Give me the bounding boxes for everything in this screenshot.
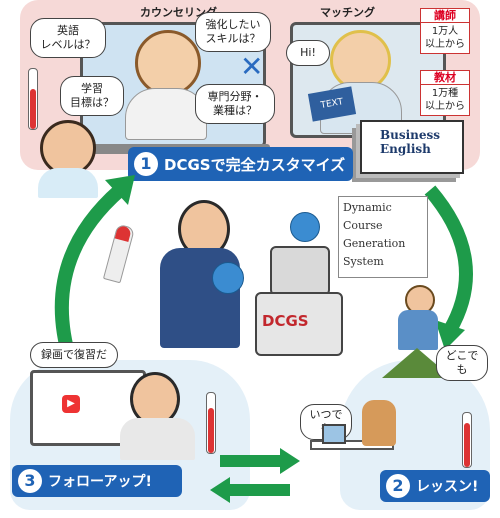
- student-avatar: [40, 120, 96, 176]
- tag-teachers: 講師 1万人 以上から: [420, 8, 470, 54]
- acronym-course: Course: [343, 219, 383, 232]
- book-stack: [360, 120, 464, 174]
- tag-materials: 教材 1万種 以上から: [420, 70, 470, 116]
- robot-head: [270, 246, 330, 296]
- step1-label: DCGSで完全カスタマイズ: [164, 155, 346, 174]
- counselor-avatar: [135, 30, 201, 96]
- banner-step3: 3 フォローアップ!: [12, 465, 182, 497]
- acronym-generation: Generation: [343, 237, 406, 250]
- bubble-anywhere: どこでも: [436, 345, 488, 381]
- banner-step1: 1 DCGSで完全カスタマイズ: [128, 147, 353, 181]
- step2-label: レッスン!: [416, 479, 479, 495]
- step1-number: 1: [134, 152, 158, 176]
- learner-body: [120, 418, 195, 460]
- bubble-field: 専門分野・ 業種は？: [195, 84, 275, 124]
- lesson-learner: [362, 400, 396, 446]
- acronym-dynamic: Dynamic: [343, 201, 392, 214]
- tablet-icon: [322, 424, 346, 444]
- tutor-avatar: [330, 30, 391, 91]
- hiker-body: [398, 310, 438, 350]
- acronym-system: System: [343, 255, 384, 268]
- tag-materials-body: 1万種 以上から: [425, 88, 465, 112]
- step3-label: フォローアップ!: [48, 474, 152, 490]
- video-play-icon: ▶: [62, 395, 80, 413]
- cross-mark: ✕: [240, 50, 264, 83]
- tag-teachers-body: 1万人 以上から: [425, 26, 465, 50]
- globe-icon: [212, 262, 244, 294]
- robot-body: [255, 292, 343, 356]
- bubble-hi: Hi!: [286, 40, 330, 66]
- robot-globe-icon: [290, 212, 320, 242]
- step2-number: 2: [386, 474, 410, 498]
- step3-number: 3: [18, 469, 42, 493]
- dcgs-acronym-sign: Dynamic Course Generation System: [338, 196, 428, 278]
- tag-teachers-head: 講師: [421, 9, 469, 23]
- matching-label: マッチング: [320, 6, 375, 19]
- bubble-rewatch: 録画で復習だ: [30, 342, 118, 368]
- bubble-english-level: 英語 レベルは？: [30, 18, 106, 58]
- student-body: [38, 168, 98, 198]
- thermometer-right: [462, 412, 472, 468]
- thermometer-bottom: [206, 392, 216, 454]
- counselor-body: [125, 88, 207, 140]
- bubble-goal: 学習 目標は？: [60, 76, 124, 116]
- business-english-title: Business English: [380, 128, 441, 156]
- thermometer-left: [28, 68, 38, 130]
- robot-label: DCGS: [262, 312, 309, 330]
- banner-step2: 2 レッスン!: [380, 470, 490, 502]
- tag-materials-head: 教材: [421, 71, 469, 85]
- bubble-skills: 強化したい スキルは？: [195, 12, 271, 52]
